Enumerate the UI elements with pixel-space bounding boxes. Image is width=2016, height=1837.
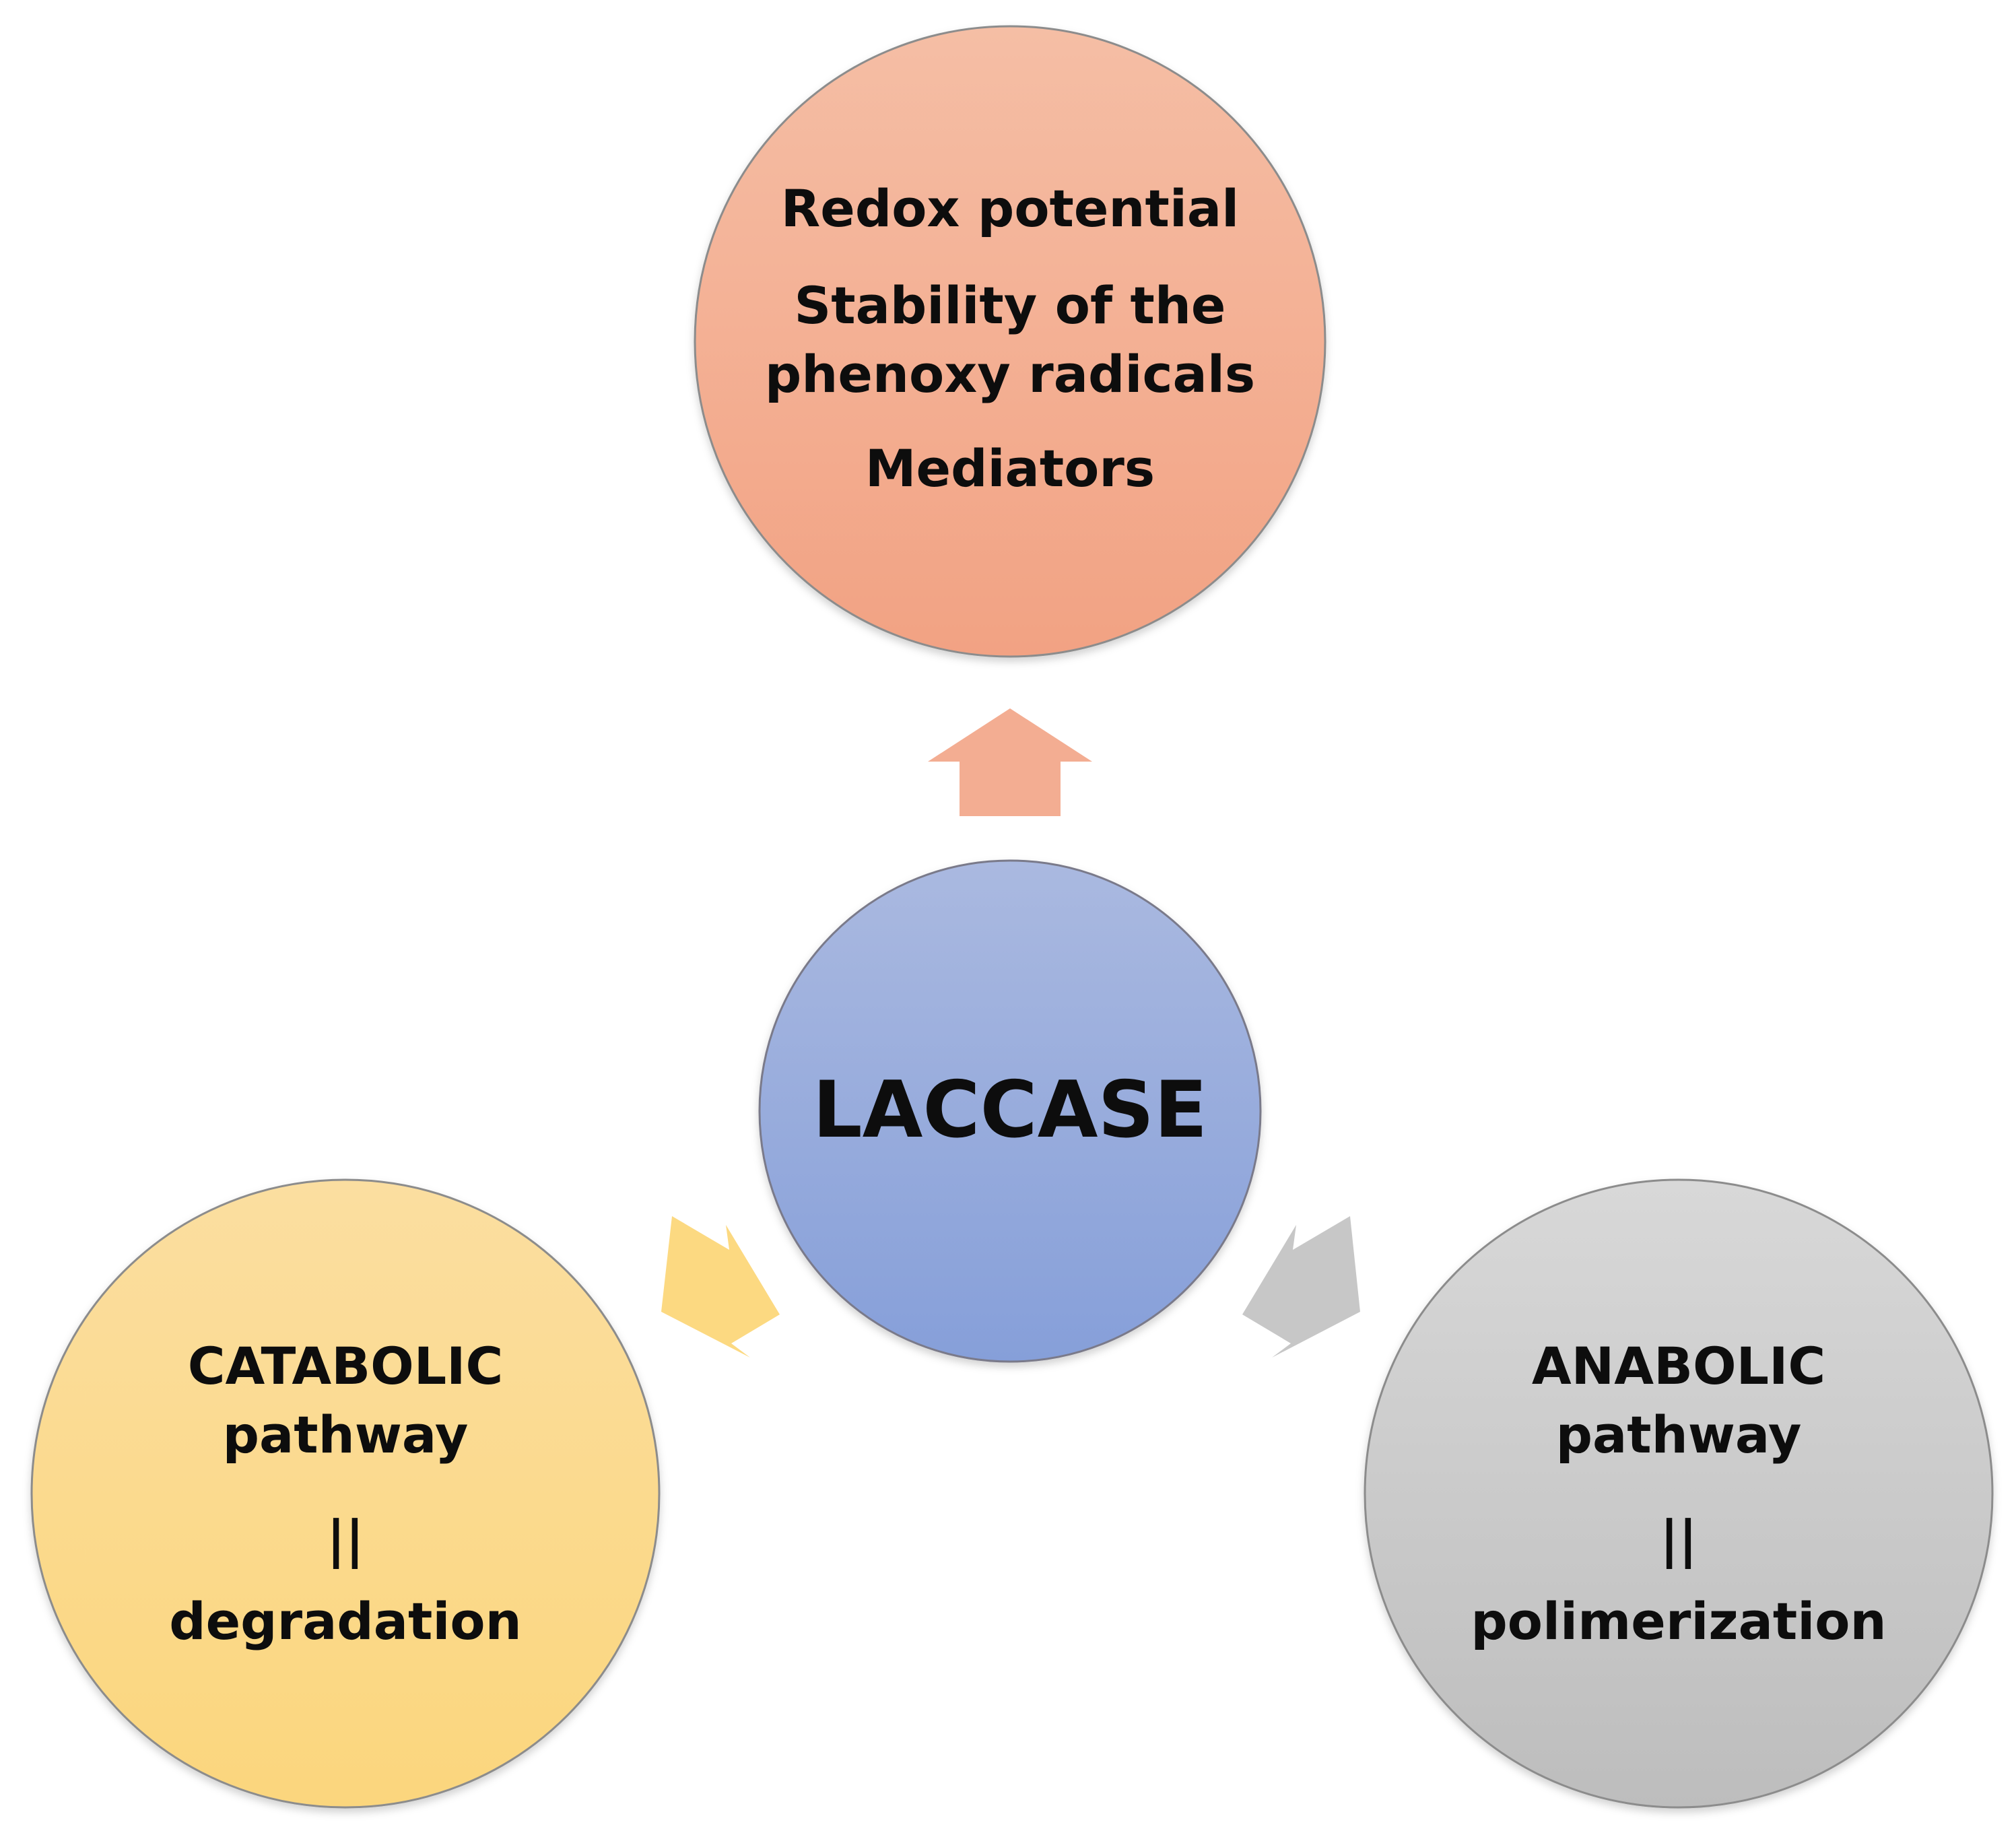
left-line-3: || bbox=[327, 1509, 364, 1570]
left-line-1: CATABOLIC bbox=[188, 1336, 503, 1396]
left-circle bbox=[30, 1178, 661, 1809]
right-line-4: polimerization bbox=[1471, 1591, 1886, 1651]
left-line-2: pathway bbox=[223, 1405, 469, 1465]
top-line-1: Redox potential bbox=[781, 178, 1239, 238]
top-circle bbox=[694, 25, 1326, 658]
top-line-4: Mediators bbox=[865, 438, 1155, 498]
center-circle bbox=[758, 859, 1262, 1363]
left-node: CATABOLIC pathway || degradation bbox=[30, 1178, 661, 1809]
arrow-down-right-icon bbox=[1242, 1216, 1360, 1358]
right-line-1: ANABOLIC bbox=[1532, 1336, 1825, 1396]
right-line-3: || bbox=[1660, 1509, 1698, 1570]
center-node: LACCASE bbox=[758, 859, 1262, 1363]
top-node: Redox potential Stability of the phenoxy… bbox=[694, 25, 1326, 658]
arrow-up-icon bbox=[928, 708, 1092, 816]
right-line-2: pathway bbox=[1556, 1405, 1802, 1465]
top-line-3: phenoxy radicals bbox=[765, 344, 1255, 404]
center-label: LACCASE bbox=[813, 1065, 1208, 1156]
right-circle bbox=[1364, 1178, 1994, 1809]
left-line-4: degradation bbox=[169, 1591, 522, 1651]
arrow-down-left-icon bbox=[661, 1216, 780, 1358]
top-line-2: Stability of the bbox=[795, 275, 1226, 335]
right-node: ANABOLIC pathway || polimerization bbox=[1364, 1178, 1994, 1809]
